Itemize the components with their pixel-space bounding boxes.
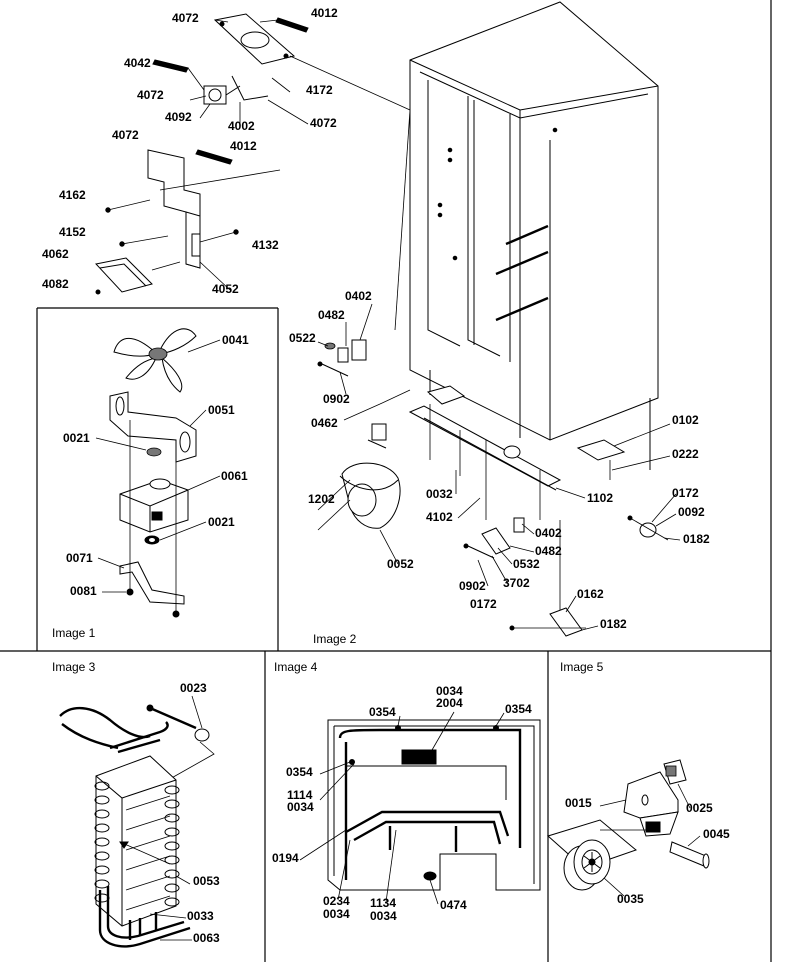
part-callout-label: 0033 xyxy=(187,909,214,923)
panel-title-p1: Image 1 xyxy=(52,626,96,640)
part-callout-label: 0474 xyxy=(440,898,467,912)
part-callout-label: 4012 xyxy=(311,6,338,20)
part-callout-label: 4132 xyxy=(252,238,279,252)
part-callout-label: 0402 xyxy=(535,526,562,540)
panel-title-p3: Image 3 xyxy=(52,660,96,674)
evaporator-fan-motor-assembly xyxy=(95,328,221,618)
part-callout-label: 0222 xyxy=(672,447,699,461)
part-callout-label: 4072 xyxy=(112,128,139,142)
part-callout-label: 0482 xyxy=(318,308,345,322)
part-callout-label: 0102 xyxy=(672,413,699,427)
part-callout-label: 3702 xyxy=(503,576,530,590)
part-callout-label: 4172 xyxy=(306,83,333,97)
part-callout-label: 4082 xyxy=(42,277,69,291)
panel-title-p4: Image 4 xyxy=(274,660,318,674)
part-callout-label: 4092 xyxy=(165,110,192,124)
part-callout-label: 0032 xyxy=(426,487,453,501)
part-callout-label: 4002 xyxy=(228,119,255,133)
part-callout-label: 0234 xyxy=(323,894,350,908)
part-callout-label: 0071 xyxy=(66,551,93,565)
part-callout-label: 4162 xyxy=(59,188,86,202)
part-callout-label: 1102 xyxy=(587,491,613,505)
part-callout-label: 0354 xyxy=(286,765,313,779)
part-callout-label: 0035 xyxy=(617,892,644,906)
part-callout-label: 0902 xyxy=(459,579,486,593)
part-callout-label: 0052 xyxy=(387,557,414,571)
part-callout-label: 0034 xyxy=(436,684,463,698)
part-callout-label: 1114 xyxy=(287,788,313,802)
panel-title-p2: Image 2 xyxy=(313,632,357,646)
part-callout-label: 0063 xyxy=(193,931,220,945)
part-callout-label: 4152 xyxy=(59,225,86,239)
part-callout-label: 4062 xyxy=(42,247,69,261)
part-callout-label: 0092 xyxy=(678,505,705,519)
part-callout-label: 0902 xyxy=(323,392,350,406)
part-callout-label: 0053 xyxy=(193,874,220,888)
part-callout-label: 0162 xyxy=(577,587,604,601)
part-callout-label: 0021 xyxy=(208,515,235,529)
part-callout-label: 0025 xyxy=(686,801,713,815)
part-callout-label: 1202 xyxy=(308,492,335,506)
part-callout-label: 0015 xyxy=(565,796,592,810)
part-callout-label: 0034 xyxy=(370,909,397,923)
cabinet-assembly xyxy=(317,1,681,637)
part-callout-label: 4072 xyxy=(310,116,337,130)
evaporator-coil-assembly xyxy=(59,695,215,948)
part-callout-label: 0051 xyxy=(208,403,235,417)
part-callout-label: 4102 xyxy=(426,510,453,524)
part-callout-label: 0482 xyxy=(535,544,562,558)
liner-wiring-assembly xyxy=(299,711,541,905)
part-callout-label: 0522 xyxy=(289,331,316,345)
part-callout-label: 4072 xyxy=(172,11,199,25)
part-callout-label: 0194 xyxy=(272,851,299,865)
panel-title-p5: Image 5 xyxy=(560,660,604,674)
part-callout-label: 0354 xyxy=(505,702,532,716)
part-callout-label: 0182 xyxy=(600,617,627,631)
part-callout-label: 0034 xyxy=(287,800,314,814)
part-callout-label: 0182 xyxy=(683,532,710,546)
part-callout-label: 2004 xyxy=(436,696,463,710)
part-callout-label: 0532 xyxy=(513,557,540,571)
part-callout-label: 4012 xyxy=(230,139,257,153)
part-callout-label: 0402 xyxy=(345,289,372,303)
part-callout-label: 4072 xyxy=(137,88,164,102)
panel-titles: Image 1 Image 2 Image 3 Image 4 Image 5 xyxy=(52,626,604,674)
panel-frames xyxy=(0,0,772,962)
part-callout-label: 0041 xyxy=(222,333,249,347)
part-callout-label: 1134 xyxy=(370,896,396,910)
part-callout-label: 0061 xyxy=(221,469,248,483)
part-callout-label: 0021 xyxy=(63,431,90,445)
part-callout-label: 0462 xyxy=(311,416,338,430)
part-callout-label: 0034 xyxy=(323,907,350,921)
part-callout-label: 0172 xyxy=(672,486,699,500)
part-callout-label: 4042 xyxy=(124,56,151,70)
front-roller-assembly xyxy=(547,759,710,897)
part-callout-label: 0023 xyxy=(180,681,207,695)
part-callout-label: 0081 xyxy=(70,584,97,598)
evaporator-duct-assembly xyxy=(95,13,411,331)
part-callout-label: 0354 xyxy=(369,705,396,719)
part-callout-label: 0045 xyxy=(703,827,730,841)
part-callout-label: 4052 xyxy=(212,282,239,296)
part-callout-label: 0172 xyxy=(470,597,497,611)
